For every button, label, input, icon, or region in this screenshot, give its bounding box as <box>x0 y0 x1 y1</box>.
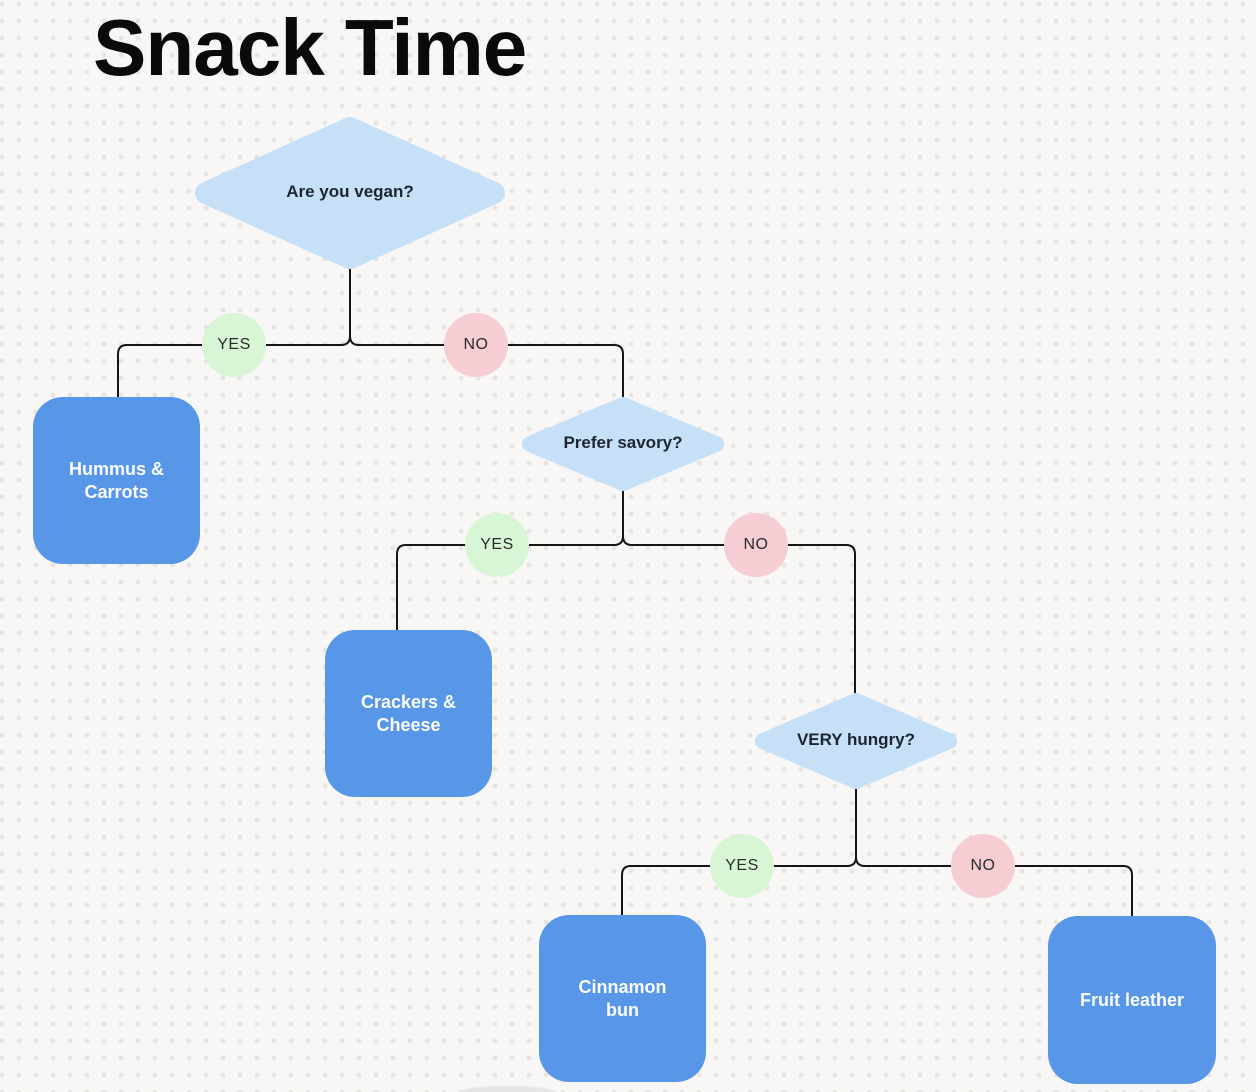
question-label-prefer-savory: Prefer savory? <box>563 433 683 452</box>
edge-badge-label: YES <box>217 336 251 353</box>
edge-badge-label: YES <box>725 857 759 874</box>
edge-badge-label: NO <box>463 336 489 353</box>
question-node-very-hungry-shape[interactable] <box>755 693 957 789</box>
edge-badge-yes-q2[interactable]: YES <box>465 513 529 577</box>
answer-label: Cinnamon bun <box>578 977 667 1020</box>
answer-node-fruit-leather[interactable]: Fruit leather <box>1048 916 1216 1084</box>
answer-node-cinnamon-bun[interactable]: Cinnamon bun <box>539 915 706 1082</box>
edge-badge-label: NO <box>970 857 996 874</box>
bottom-ui-peek <box>457 1086 557 1092</box>
answer-node-crackers-cheese[interactable]: Crackers & Cheese <box>325 630 492 797</box>
edge-badge-no-q2[interactable]: NO <box>724 513 788 577</box>
question-label-very-hungry: VERY hungry? <box>796 730 916 749</box>
edge-badge-label: NO <box>743 536 769 553</box>
edge-badge-no-q1[interactable]: NO <box>444 313 508 377</box>
answer-label: Hummus & Carrots <box>68 459 164 502</box>
edge-badge-no-q3[interactable]: NO <box>951 834 1015 898</box>
answer-node-hummus-carrots[interactable]: Hummus & Carrots <box>33 397 200 564</box>
edge-badge-label: YES <box>480 536 514 553</box>
question-label-are-you-vegan: Are you vegan? <box>286 182 414 201</box>
question-node-prefer-savory-shape[interactable] <box>522 397 724 491</box>
edge-badge-yes-q3[interactable]: YES <box>710 834 774 898</box>
answer-label: Crackers & Cheese <box>360 692 457 735</box>
question-node-are-you-vegan-shape[interactable] <box>195 117 505 269</box>
edge-badge-yes-q1[interactable]: YES <box>202 313 266 377</box>
answer-label: Fruit leather <box>1079 989 1185 1010</box>
diagram-title[interactable]: Snack Time <box>93 3 527 92</box>
